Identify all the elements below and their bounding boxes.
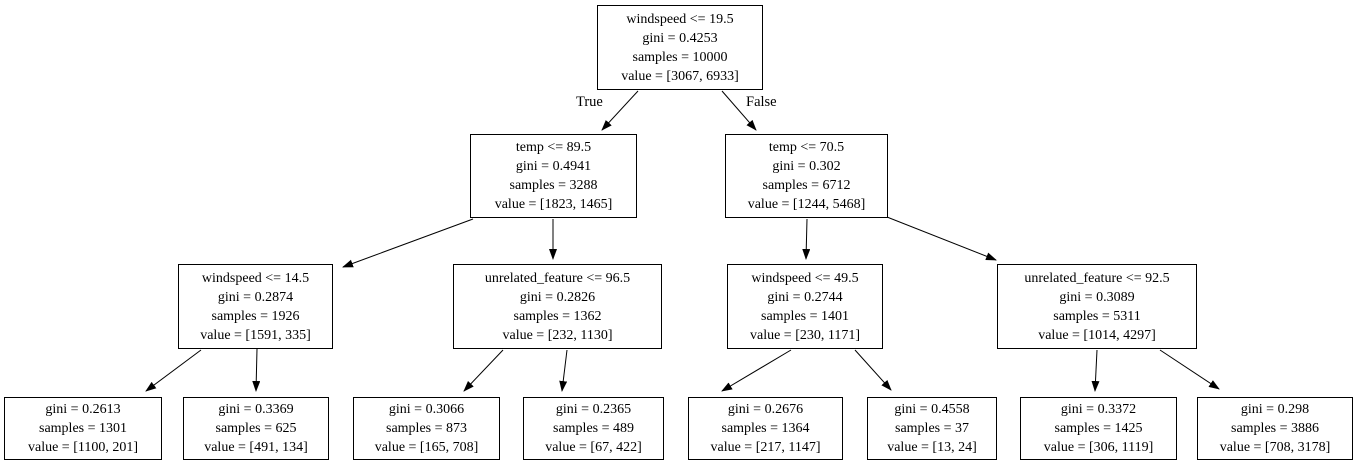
node-value: value = [3067, 6933] — [621, 68, 739, 84]
node-samples: samples = 489 — [553, 421, 634, 436]
edge-windright-leaf6 — [854, 349, 892, 391]
edge-label-true: True — [576, 94, 603, 110]
edge-unrelleft-leaf3 — [463, 349, 504, 392]
node-gini: gini = 0.2676 — [727, 402, 804, 417]
node-samples: samples = 1364 — [721, 421, 810, 436]
node-value: value = [13, 24] — [887, 440, 977, 455]
node-value: value = [230, 1171] — [749, 327, 861, 343]
edge-label-false: False — [746, 94, 777, 110]
node-samples: samples = 1362 — [513, 308, 602, 324]
edge-windright-leaf5 — [721, 349, 792, 392]
edge-unrelright-leaf8 — [1159, 349, 1220, 390]
leaf-node-5: gini = 0.2676 samples = 1364 value = [21… — [688, 397, 843, 460]
node-gini: gini = 0.3369 — [218, 402, 294, 417]
node-gini: gini = 0.2365 — [555, 402, 632, 417]
node-gini: gini = 0.2874 — [217, 289, 294, 305]
node-samples: samples = 1301 — [39, 421, 127, 436]
node-value: value = [217, 1147] — [710, 440, 821, 455]
node-root: windspeed <= 19.5 gini = 0.4253 samples … — [597, 5, 763, 90]
node-condition: unrelated_feature <= 96.5 — [484, 270, 631, 286]
node-samples: samples = 3886 — [1231, 421, 1319, 436]
leaf-node-1: gini = 0.2613 samples = 1301 value = [11… — [4, 397, 162, 460]
node-windspeed-left: windspeed <= 14.5 gini = 0.2874 samples … — [178, 264, 333, 349]
node-windspeed-right: windspeed <= 49.5 gini = 0.2744 samples … — [727, 264, 883, 349]
node-gini: gini = 0.2744 — [767, 289, 843, 305]
node-condition: windspeed <= 14.5 — [201, 270, 310, 286]
node-temp-right: temp <= 70.5 gini = 0.302 samples = 6712… — [725, 134, 888, 218]
leaf-node-8: gini = 0.298 samples = 3886 value = [708… — [1197, 397, 1353, 460]
leaf-node-4: gini = 0.2365 samples = 489 value = [67,… — [523, 397, 664, 460]
edge-windleft-leaf2 — [252, 348, 261, 392]
node-samples: samples = 10000 — [632, 49, 728, 65]
node-gini: gini = 0.4558 — [894, 402, 970, 417]
node-samples: samples = 37 — [895, 421, 969, 436]
node-gini: gini = 0.2613 — [45, 402, 121, 417]
node-samples: samples = 625 — [215, 421, 297, 436]
node-value: value = [1014, 4297] — [1038, 327, 1156, 343]
node-value: value = [708, 3178] — [1219, 440, 1331, 455]
leaf-node-6: gini = 0.4558 samples = 37 value = [13, … — [867, 397, 997, 460]
node-gini: gini = 0.3066 — [388, 402, 465, 417]
edge-unrelright-leaf7 — [1091, 349, 1100, 392]
node-condition: temp <= 70.5 — [768, 140, 845, 155]
edge-templeft-windleft — [342, 218, 474, 268]
node-value: value = [232, 1130] — [502, 327, 613, 343]
node-value: value = [1100, 201] — [27, 440, 139, 455]
edge-tempright-unrelright — [886, 216, 997, 261]
node-gini: gini = 0.2826 — [519, 289, 596, 305]
node-value: value = [491, 134] — [204, 440, 308, 455]
node-unrelated-right: unrelated_feature <= 92.5 gini = 0.3089 … — [997, 264, 1197, 349]
leaf-node-3: gini = 0.3066 samples = 873 value = [165… — [353, 397, 500, 460]
node-value: value = [306, 1119] — [1043, 440, 1154, 455]
node-gini: gini = 0.302 — [772, 159, 841, 174]
node-condition: unrelated_feature <= 92.5 — [1024, 270, 1170, 286]
node-condition: temp <= 89.5 — [515, 140, 592, 155]
edge-root-false — [721, 90, 757, 131]
node-gini: gini = 0.4253 — [642, 30, 718, 46]
edge-root-true — [601, 90, 639, 131]
node-value: value = [165, 708] — [374, 440, 479, 455]
node-gini: gini = 0.298 — [1240, 402, 1310, 417]
node-gini: gini = 0.3089 — [1059, 289, 1135, 305]
edge-tempright-windright — [802, 218, 811, 260]
edge-unrelleft-leaf4 — [559, 349, 568, 392]
node-samples: samples = 5311 — [1053, 308, 1141, 324]
node-gini: gini = 0.3372 — [1060, 402, 1137, 417]
leaf-node-2: gini = 0.3369 samples = 625 value = [491… — [183, 397, 329, 460]
node-value: value = [1244, 5468] — [747, 197, 866, 212]
node-condition: windspeed <= 49.5 — [751, 270, 859, 286]
node-unrelated-left: unrelated_feature <= 96.5 gini = 0.2826 … — [453, 264, 662, 349]
node-samples: samples = 1425 — [1054, 421, 1143, 436]
node-value: value = [67, 422] — [545, 440, 642, 455]
node-value: value = [1591, 335] — [200, 327, 311, 343]
node-gini: gini = 0.4941 — [515, 159, 592, 174]
node-condition: windspeed <= 19.5 — [626, 11, 734, 27]
node-value: value = [1823, 1465] — [494, 197, 613, 212]
node-samples: samples = 873 — [386, 421, 467, 436]
node-samples: samples = 1926 — [211, 308, 300, 324]
node-samples: samples = 6712 — [762, 178, 851, 193]
node-temp-left: temp <= 89.5 gini = 0.4941 samples = 328… — [470, 134, 637, 218]
edge-windleft-leaf1 — [145, 349, 202, 392]
leaf-node-7: gini = 0.3372 samples = 1425 value = [30… — [1020, 397, 1177, 460]
node-samples: samples = 1401 — [761, 308, 849, 324]
node-samples: samples = 3288 — [509, 178, 598, 193]
